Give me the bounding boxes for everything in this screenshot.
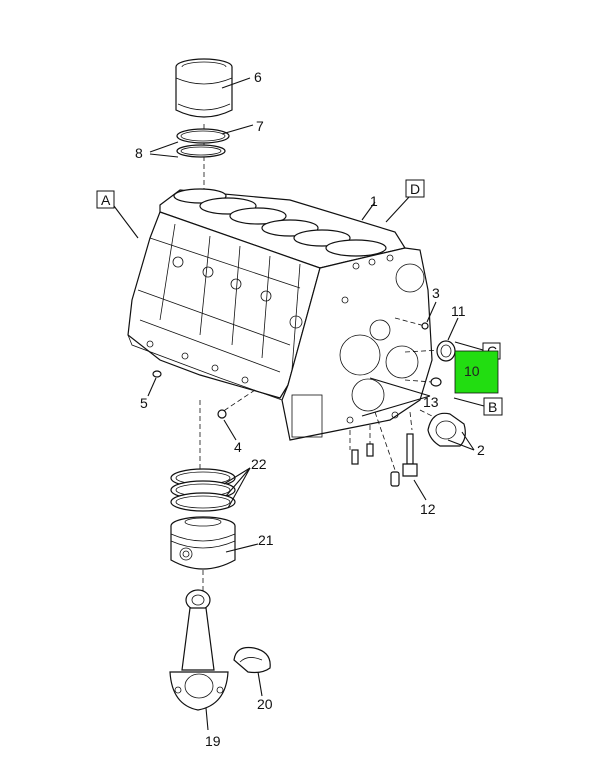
callout-20: 20 [257,696,273,712]
callout-5: 5 [140,395,148,411]
callout-19: 19 [205,733,221,749]
piston-rings-part [170,468,236,512]
cylinder-liner-part [175,58,233,118]
callout-1: 1 [370,193,378,209]
view-label-a: A [96,190,115,209]
view-label-d: D [405,179,425,198]
callout-4: 4 [234,439,242,455]
engine-block-part [127,188,441,471]
callout-8: 8 [135,145,143,161]
front-seal-part [436,340,456,362]
callout-numbers: 6 7 8 1 3 11 13 2 12 5 4 22 21 20 19 [135,69,485,749]
svg-text:A: A [101,192,111,208]
callout-22: 22 [251,456,267,472]
svg-text:D: D [410,181,420,197]
svg-text:B: B [488,399,497,415]
callout-6: 6 [254,69,262,85]
callout-7: 7 [256,118,264,134]
callout-2: 2 [477,442,485,458]
connecting-rod-part [169,589,229,711]
callout-3: 3 [432,285,440,301]
callout-11: 11 [451,303,466,319]
highlighted-part-10[interactable]: 10 [454,350,499,394]
block-small-parts [152,322,442,487]
callout-21: 21 [258,532,274,548]
callout-12: 12 [420,501,436,517]
leader-lines [113,77,485,731]
view-label-b: B [483,397,503,416]
callout-10: 10 [464,363,480,379]
callout-13: 13 [423,394,439,410]
liner-seal-rings-part [176,128,230,158]
piston-part [170,516,236,570]
cover-part [427,412,466,447]
bolt-part [402,433,418,477]
bearing-shells-part [233,646,271,674]
